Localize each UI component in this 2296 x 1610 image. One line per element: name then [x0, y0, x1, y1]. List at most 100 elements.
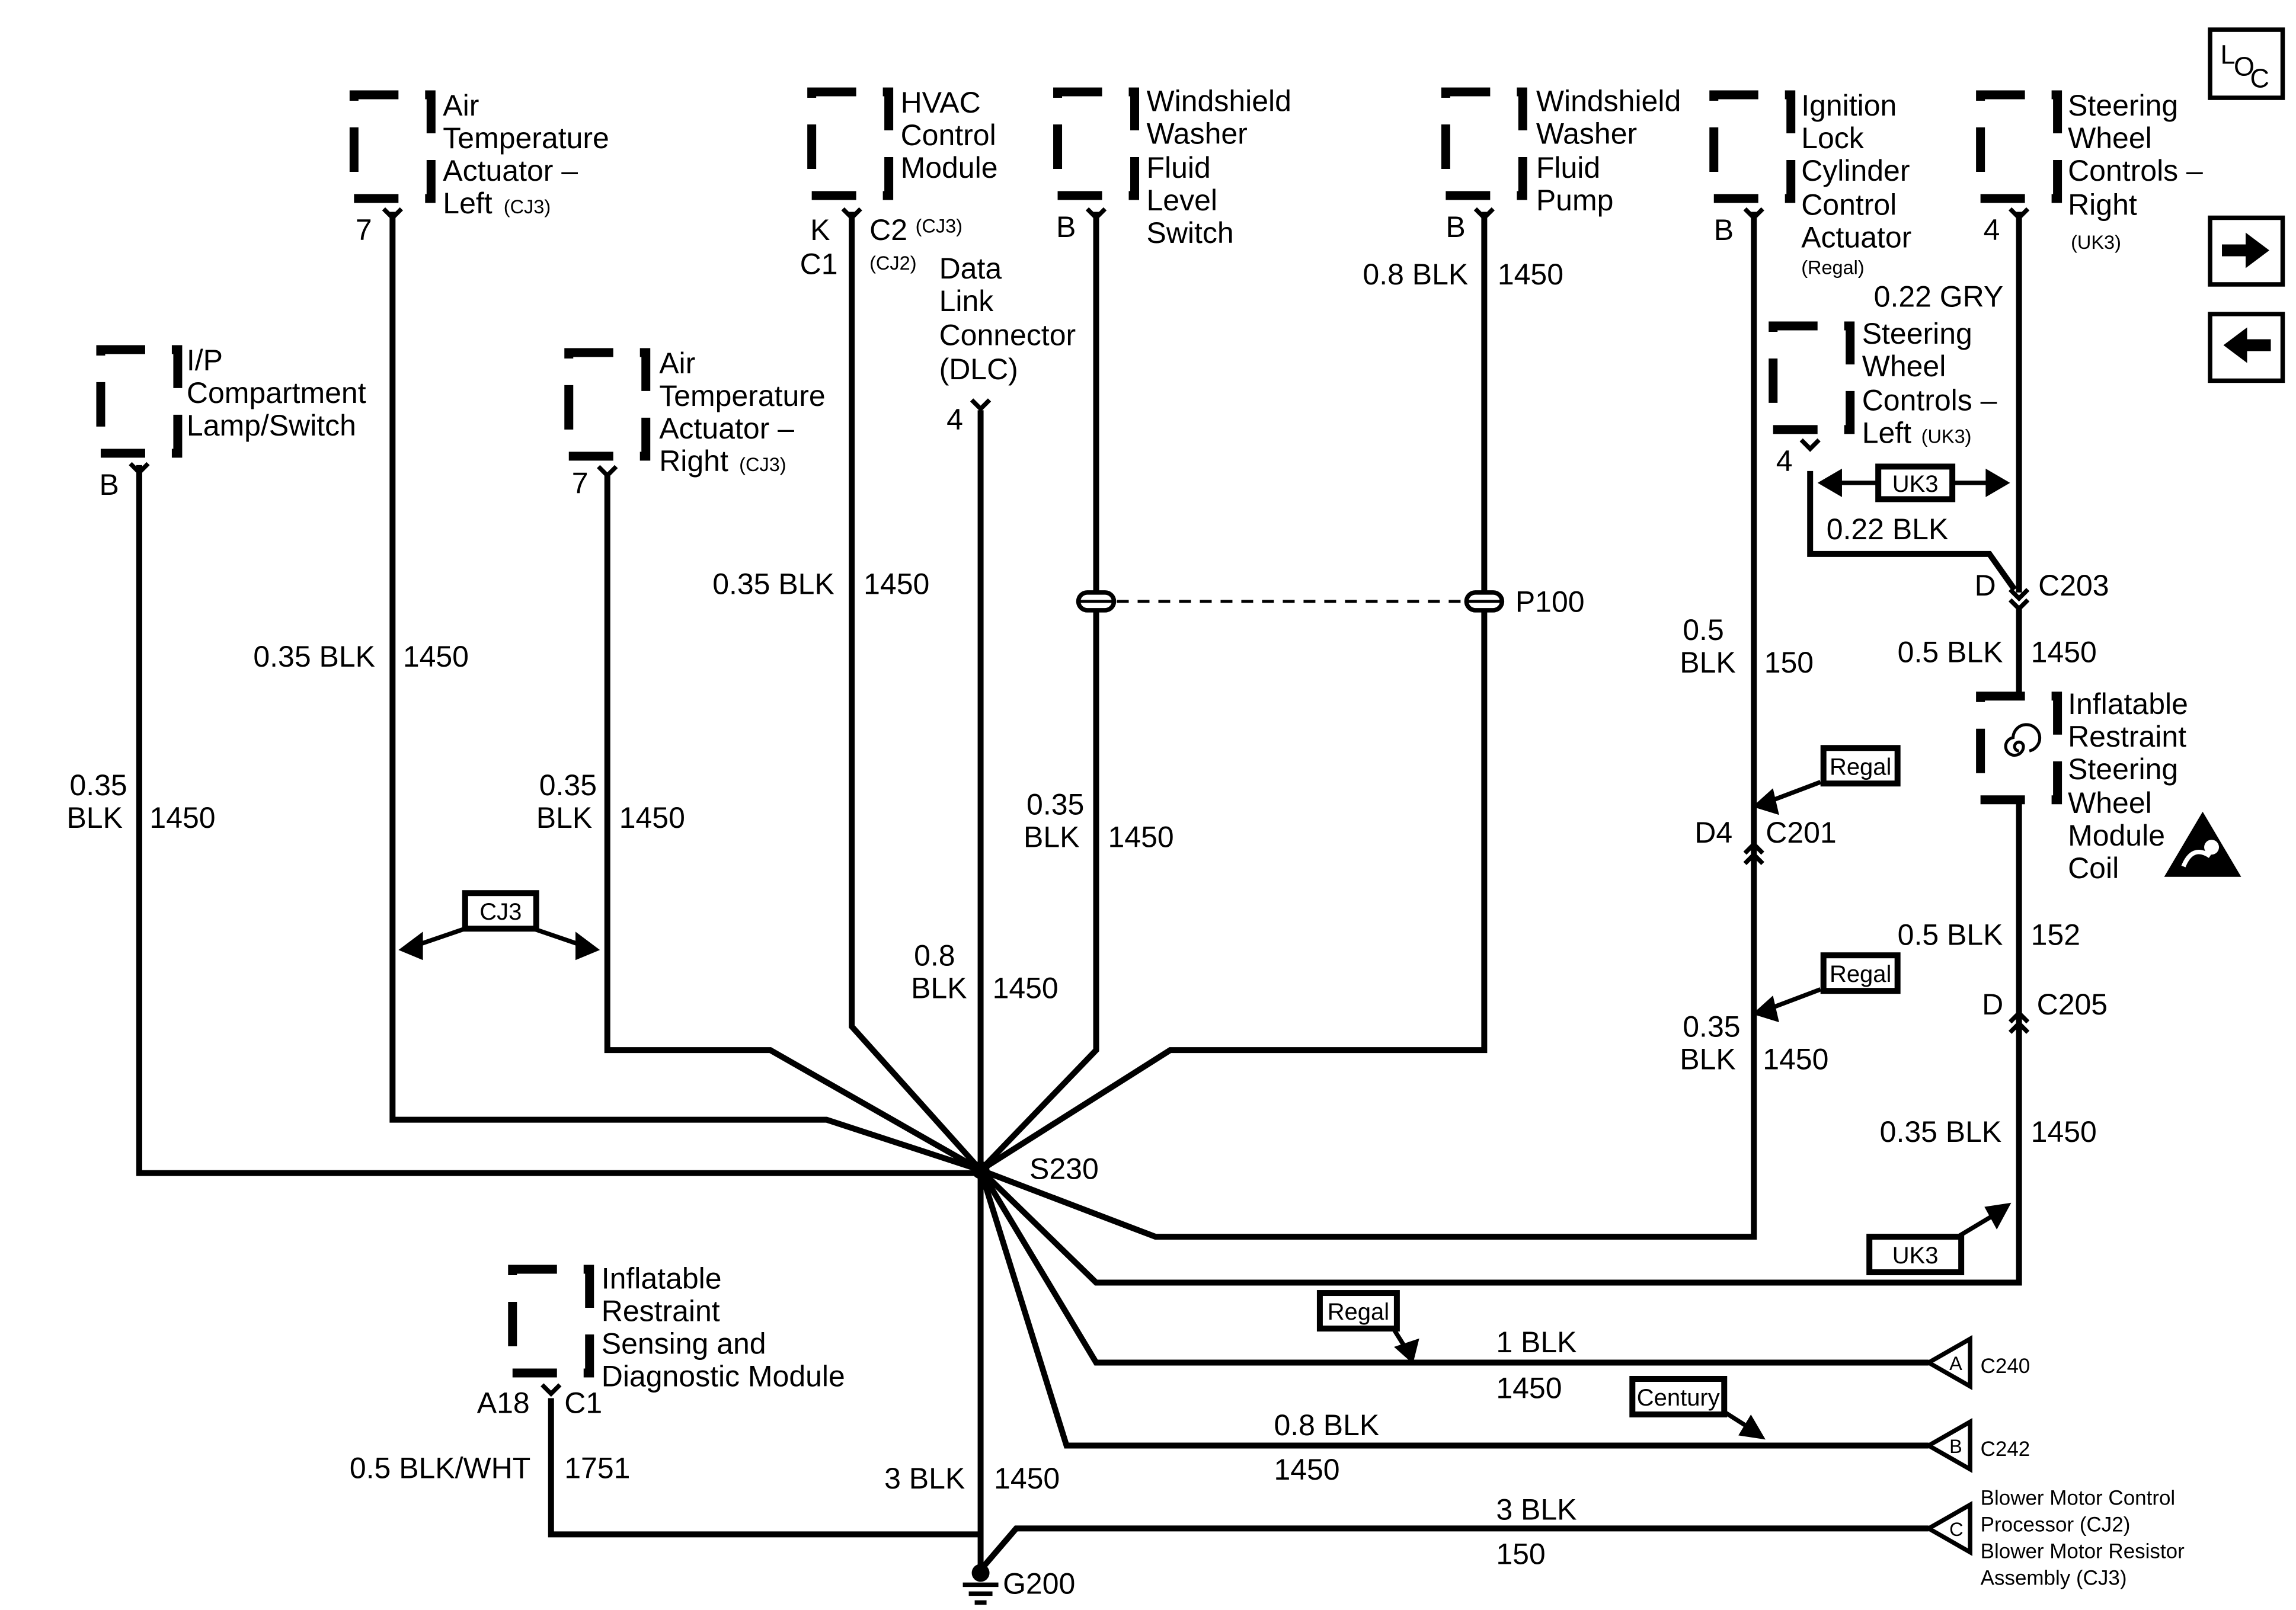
svg-text:7: 7 — [572, 466, 589, 500]
svg-text:Century: Century — [1637, 1385, 1720, 1411]
hvac-label: HVAC Control Module — [901, 86, 998, 184]
svg-text:1450: 1450 — [1498, 258, 1563, 291]
svg-text:(CJ2): (CJ2) — [869, 252, 916, 274]
svg-text:150: 150 — [1496, 1537, 1545, 1570]
air-temp-right-label: Air Temperature Actuator – Right (CJ3) — [659, 347, 826, 478]
svg-text:Restraint: Restraint — [602, 1295, 720, 1328]
ip-lamp-label: I/P Compartment Lamp/Switch — [187, 344, 366, 442]
blower-label: Blower Motor Control Processor (CJ2) Blo… — [1981, 1486, 2185, 1589]
option-tag-uk3-bottom: UK3 — [1866, 1234, 1965, 1276]
svg-text:Windshield: Windshield — [1536, 85, 1681, 118]
pin-labels: B 7 7 K C2 (CJ3) C1 (CJ2) 4 B B B 4 4 A1… — [99, 210, 2000, 1419]
svg-text:Left: Left — [443, 187, 492, 220]
svg-text:(DLC): (DLC) — [939, 353, 1018, 386]
svg-text:Temperature: Temperature — [443, 121, 609, 155]
svg-text:(UK3): (UK3) — [2071, 232, 2121, 253]
svg-text:Right: Right — [659, 444, 728, 478]
svg-text:Inflatable: Inflatable — [602, 1262, 722, 1295]
svg-text:Restraint: Restraint — [2068, 720, 2186, 753]
svg-text:1450: 1450 — [1496, 1371, 1562, 1404]
svg-text:B: B — [1056, 210, 1076, 244]
svg-text:1450: 1450 — [619, 801, 685, 834]
ground-icon — [962, 1582, 999, 1605]
loc-c: C — [2250, 63, 2269, 94]
svg-text:Steering: Steering — [2068, 89, 2178, 122]
svg-text:Assembly (CJ3): Assembly (CJ3) — [1981, 1566, 2127, 1589]
svg-text:C: C — [1949, 1519, 1963, 1540]
swc-right-box — [1976, 90, 2062, 203]
triangle-connectors — [1924, 1335, 1972, 1556]
svg-text:7: 7 — [356, 213, 372, 247]
svg-text:Sensing and: Sensing and — [602, 1327, 766, 1361]
svg-text:I/P: I/P — [187, 344, 223, 377]
svg-text:B: B — [99, 468, 119, 501]
svg-text:UK3: UK3 — [1892, 1243, 1939, 1269]
svg-text:Processor (CJ2): Processor (CJ2) — [1981, 1513, 2131, 1536]
svg-text:1450: 1450 — [993, 972, 1059, 1005]
svg-text:D: D — [1975, 569, 1996, 602]
svg-text:0.8 BLK: 0.8 BLK — [1274, 1409, 1379, 1442]
option-tag-regal-c201: Regal — [1820, 745, 1901, 787]
svg-text:0.8 BLK: 0.8 BLK — [1363, 258, 1468, 291]
washer-switch-box — [1053, 87, 1140, 200]
svg-text:Fluid: Fluid — [1536, 151, 1600, 184]
svg-text:BLK: BLK — [1680, 646, 1735, 679]
svg-text:Regal: Regal — [1328, 1299, 1389, 1325]
svg-text:4: 4 — [946, 403, 963, 436]
svg-text:(Regal): (Regal) — [1801, 257, 1865, 278]
svg-text:0.22 GRY: 0.22 GRY — [1874, 280, 2004, 313]
svg-text:152: 152 — [2031, 918, 2080, 952]
svg-text:1450: 1450 — [2031, 1115, 2097, 1148]
svg-text:Right: Right — [2068, 188, 2137, 222]
svg-text:B: B — [1949, 1436, 1962, 1457]
svg-text:1450: 1450 — [2031, 635, 2097, 668]
svg-text:Level: Level — [1147, 184, 1217, 217]
svg-text:1450: 1450 — [1274, 1453, 1339, 1486]
air-temp-left-label: Air Temperature Actuator – Left (CJ3) — [443, 89, 609, 220]
svg-text:(CJ3): (CJ3) — [916, 215, 962, 236]
svg-text:C1: C1 — [800, 247, 838, 280]
pin-terminals — [129, 207, 2030, 1397]
svg-text:Ignition: Ignition — [1801, 89, 1897, 122]
dlc-label: Data Link Connector (DLC) — [939, 252, 1076, 386]
connector-labels: P100 D C203 D4 C201 D C205 A C240 B C242… — [1003, 569, 2109, 1601]
svg-text:BLK: BLK — [1024, 821, 1079, 854]
svg-text:C242: C242 — [1981, 1438, 2030, 1461]
hvac-box — [807, 87, 894, 200]
svg-text:1450: 1450 — [1108, 821, 1174, 854]
svg-text:Lock: Lock — [1801, 121, 1865, 155]
svg-text:Washer: Washer — [1147, 117, 1248, 151]
option-tag-century: Century — [1629, 1376, 1728, 1417]
next-page-button[interactable] — [2208, 215, 2285, 287]
svg-text:1450: 1450 — [1763, 1043, 1828, 1076]
loc-button[interactable]: L O C — [2208, 27, 2285, 100]
svg-text:BLK: BLK — [1680, 1043, 1735, 1076]
sdm-box — [508, 1265, 594, 1378]
splice-label: S230 — [1029, 1153, 1099, 1186]
svg-text:150: 150 — [1764, 646, 1814, 679]
svg-text:0.35: 0.35 — [1683, 1010, 1740, 1044]
svg-text:Washer: Washer — [1536, 117, 1637, 151]
svg-text:C201: C201 — [1766, 816, 1836, 849]
previous-page-button[interactable] — [2208, 312, 2285, 383]
g200-ground-dot — [971, 1564, 990, 1582]
air-temp-left-box — [349, 90, 436, 203]
option-tag-regal-c240: Regal — [1316, 1290, 1400, 1332]
svg-text:Wheel: Wheel — [1862, 350, 1946, 383]
wires — [136, 212, 2022, 1572]
svg-text:HVAC: HVAC — [901, 86, 981, 119]
svg-text:Cylinder: Cylinder — [1801, 154, 1910, 187]
svg-text:B: B — [1446, 210, 1465, 244]
svg-text:BLK: BLK — [911, 972, 967, 1005]
svg-text:Air: Air — [659, 347, 695, 380]
svg-text:BLK: BLK — [66, 801, 122, 834]
airbag-warning-icon — [2164, 811, 2241, 877]
coil-icon — [2004, 723, 2042, 757]
svg-text:4: 4 — [1776, 444, 1793, 478]
svg-text:Connector: Connector — [939, 318, 1076, 351]
svg-text:0.5 BLK/WHT: 0.5 BLK/WHT — [350, 1451, 530, 1484]
svg-text:Lamp/Switch: Lamp/Switch — [187, 409, 356, 442]
svg-text:1751: 1751 — [564, 1451, 630, 1484]
svg-text:Inflatable: Inflatable — [2068, 687, 2188, 721]
ground-label: G200 — [1003, 1567, 1075, 1600]
